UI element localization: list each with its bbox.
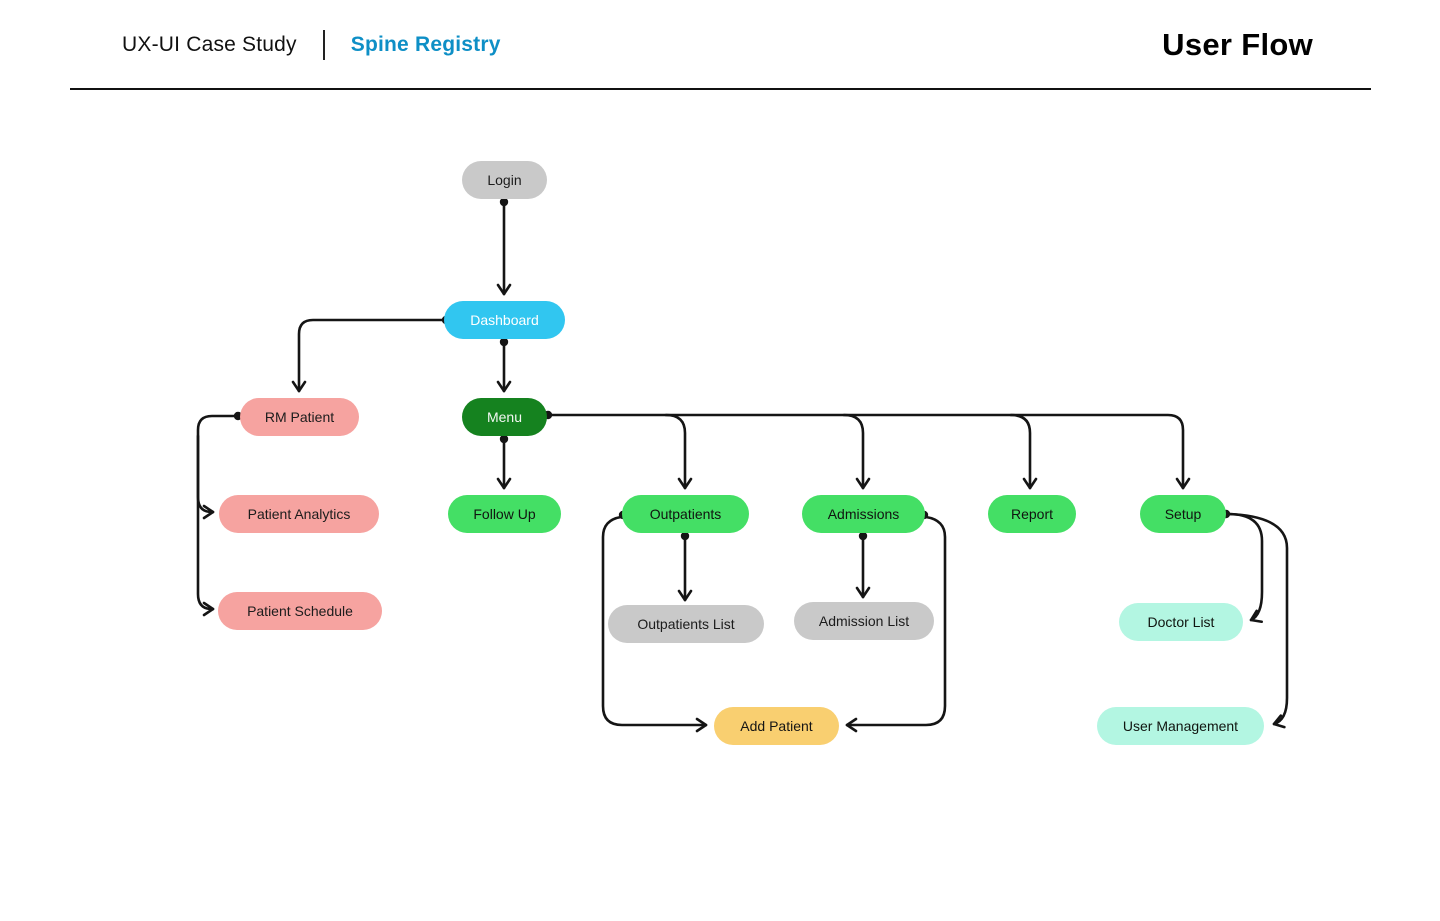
edge-setup-doctor-list bbox=[1226, 512, 1264, 624]
node-add-patient-label: Add Patient bbox=[740, 718, 813, 734]
edge-rm-patient-schedule bbox=[196, 434, 215, 617]
node-follow-up: Follow Up bbox=[448, 495, 561, 533]
node-setup: Setup bbox=[1140, 495, 1226, 533]
node-outpatients-list: Outpatients List bbox=[608, 605, 764, 643]
edge-admissions-add-patient bbox=[845, 515, 947, 733]
node-rm-patient: RM Patient bbox=[240, 398, 359, 436]
header-rule bbox=[70, 88, 1371, 90]
header-divider bbox=[322, 29, 325, 60]
node-report: Report bbox=[988, 495, 1076, 533]
node-dashboard-label: Dashboard bbox=[470, 312, 539, 328]
node-follow-up-label: Follow Up bbox=[473, 506, 536, 522]
header: UX-UI Case Study Spine Registry User Flo… bbox=[0, 0, 1440, 90]
edge-menu-setup bbox=[548, 413, 1191, 490]
node-login-label: Login bbox=[487, 172, 522, 188]
node-user-management: User Management bbox=[1097, 707, 1264, 745]
edge-setup-user-management bbox=[1226, 512, 1289, 729]
edge-menu-outpatients bbox=[664, 413, 693, 490]
edge-outpatients-add-patient bbox=[601, 515, 708, 733]
node-outpatients: Outpatients bbox=[622, 495, 749, 533]
junction-dots bbox=[233, 197, 1231, 541]
node-outpatients-label: Outpatients bbox=[649, 506, 722, 522]
node-rm-patient-label: RM Patient bbox=[264, 409, 335, 425]
edge-menu-admissions bbox=[842, 413, 871, 490]
node-admissions: Admissions bbox=[802, 495, 925, 533]
node-menu: Menu bbox=[462, 398, 547, 436]
project-label: UX-UI Case Study bbox=[122, 32, 297, 56]
header-left-group: UX-UI Case Study Spine Registry bbox=[122, 0, 501, 89]
node-add-patient: Add Patient bbox=[714, 707, 839, 745]
node-admissions-label: Admissions bbox=[827, 506, 900, 522]
node-report-label: Report bbox=[1010, 506, 1054, 522]
node-patient-schedule-label: Patient Schedule bbox=[247, 603, 353, 619]
node-admission-list-label: Admission List bbox=[818, 613, 910, 629]
edge-menu-report bbox=[1009, 413, 1038, 490]
node-patient-analytics-label: Patient Analytics bbox=[247, 506, 351, 522]
node-menu-label: Menu bbox=[486, 409, 523, 425]
node-dashboard: Dashboard bbox=[444, 301, 565, 339]
node-outpatients-list-label: Outpatients List bbox=[637, 616, 735, 632]
node-setup-label: Setup bbox=[1164, 506, 1202, 522]
node-patient-analytics: Patient Analytics bbox=[219, 495, 379, 533]
node-patient-schedule: Patient Schedule bbox=[218, 592, 382, 630]
node-admission-list: Admission List bbox=[794, 602, 934, 640]
node-doctor-list: Doctor List bbox=[1119, 603, 1243, 641]
node-user-management-label: User Management bbox=[1122, 718, 1239, 734]
node-doctor-list-label: Doctor List bbox=[1147, 614, 1215, 630]
edge-dashboard-rm-patient bbox=[291, 318, 446, 393]
product-label: Spine Registry bbox=[350, 32, 501, 56]
node-login: Login bbox=[462, 161, 547, 199]
page-title: User Flow bbox=[1162, 26, 1313, 62]
